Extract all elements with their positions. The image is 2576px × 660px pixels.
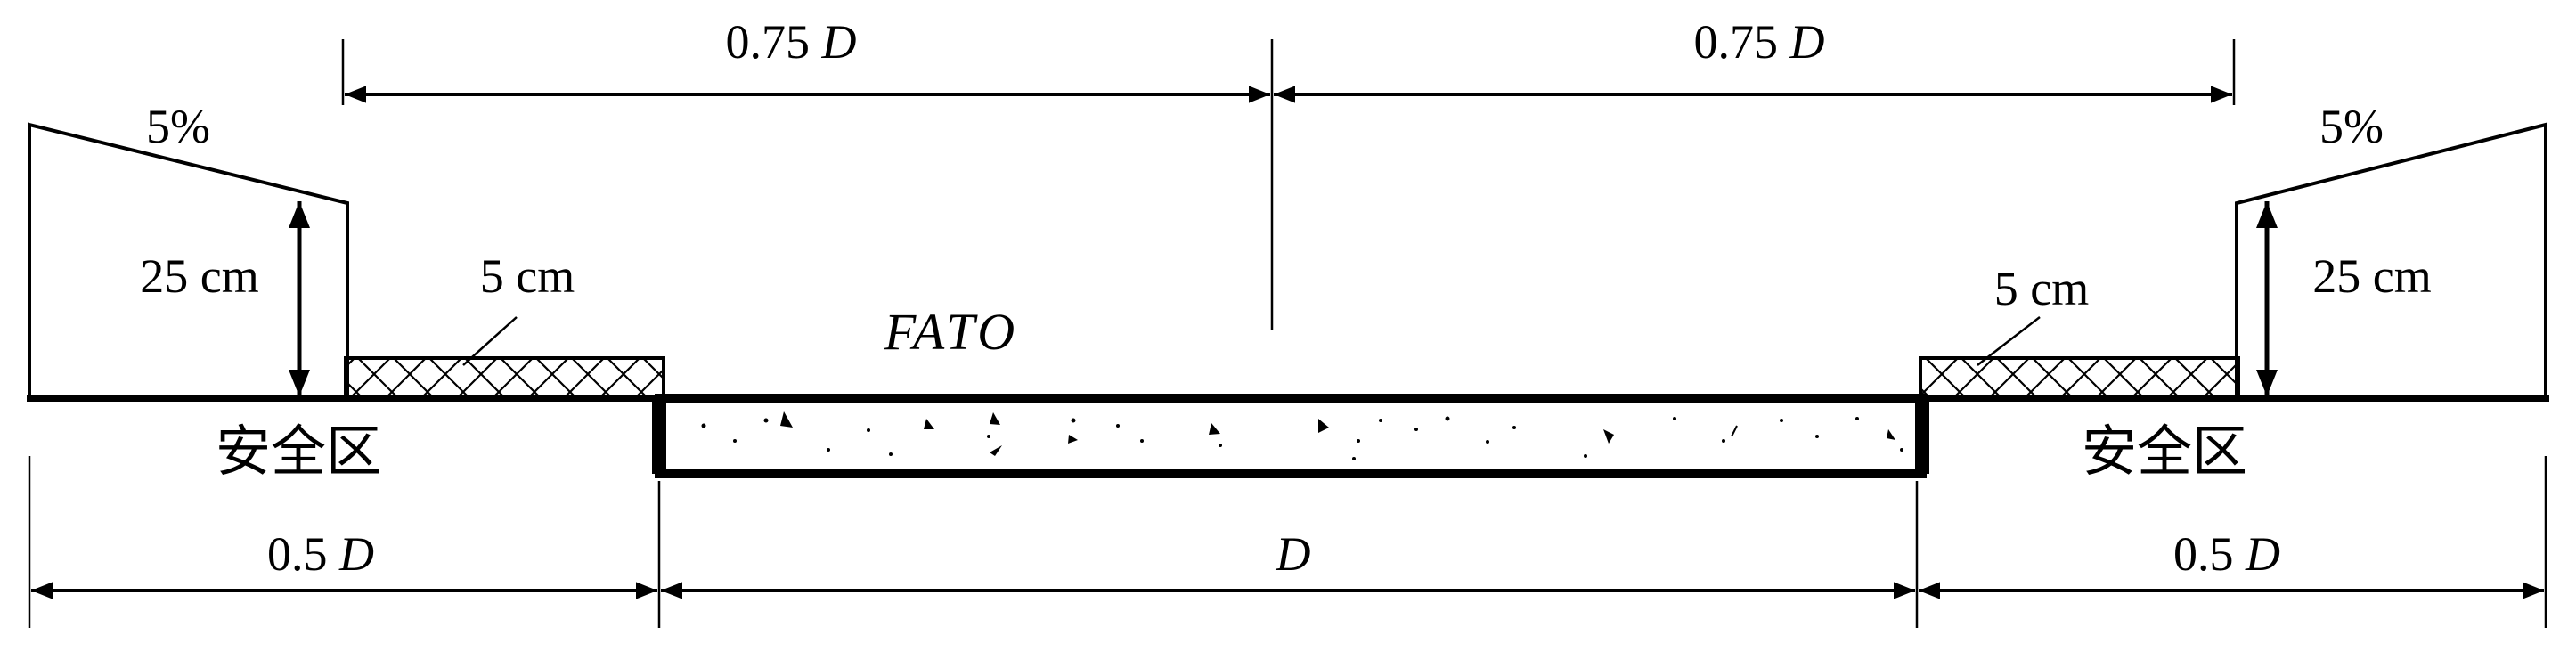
right-height-label: 25 cm — [2312, 249, 2431, 303]
bottom-right-dimension-label: 0.5 D — [2173, 527, 2280, 581]
right-slope-wall — [2235, 122, 2547, 398]
fato-label: FATO — [884, 303, 1018, 361]
right-safety-zone-label: 安全区 — [2082, 419, 2247, 484]
right-slope-label: 5% — [2319, 100, 2384, 153]
left-thickness-label: 5 cm — [480, 249, 575, 303]
top-left-dimension-label: 0.75 D — [726, 15, 857, 69]
left-slope-wall — [28, 122, 349, 398]
right-thickness-leader — [1977, 316, 2041, 366]
fato-slab — [652, 394, 1929, 478]
left-safety-zone-label: 安全区 — [216, 419, 381, 484]
top-right-dimension-label: 0.75 D — [1694, 15, 1825, 69]
right-thickness-label: 5 cm — [1994, 262, 2089, 315]
concrete-texture — [701, 411, 1903, 460]
bottom-left-dimension-label: 0.5 D — [267, 527, 374, 581]
left-height-label: 25 cm — [140, 249, 258, 303]
left-slope-label: 5% — [146, 100, 210, 153]
left-thickness-leader — [462, 316, 518, 366]
left-hatched-pad — [344, 356, 665, 400]
bottom-center-dimension-label: D — [1276, 527, 1311, 581]
right-hatched-pad — [1919, 356, 2240, 400]
